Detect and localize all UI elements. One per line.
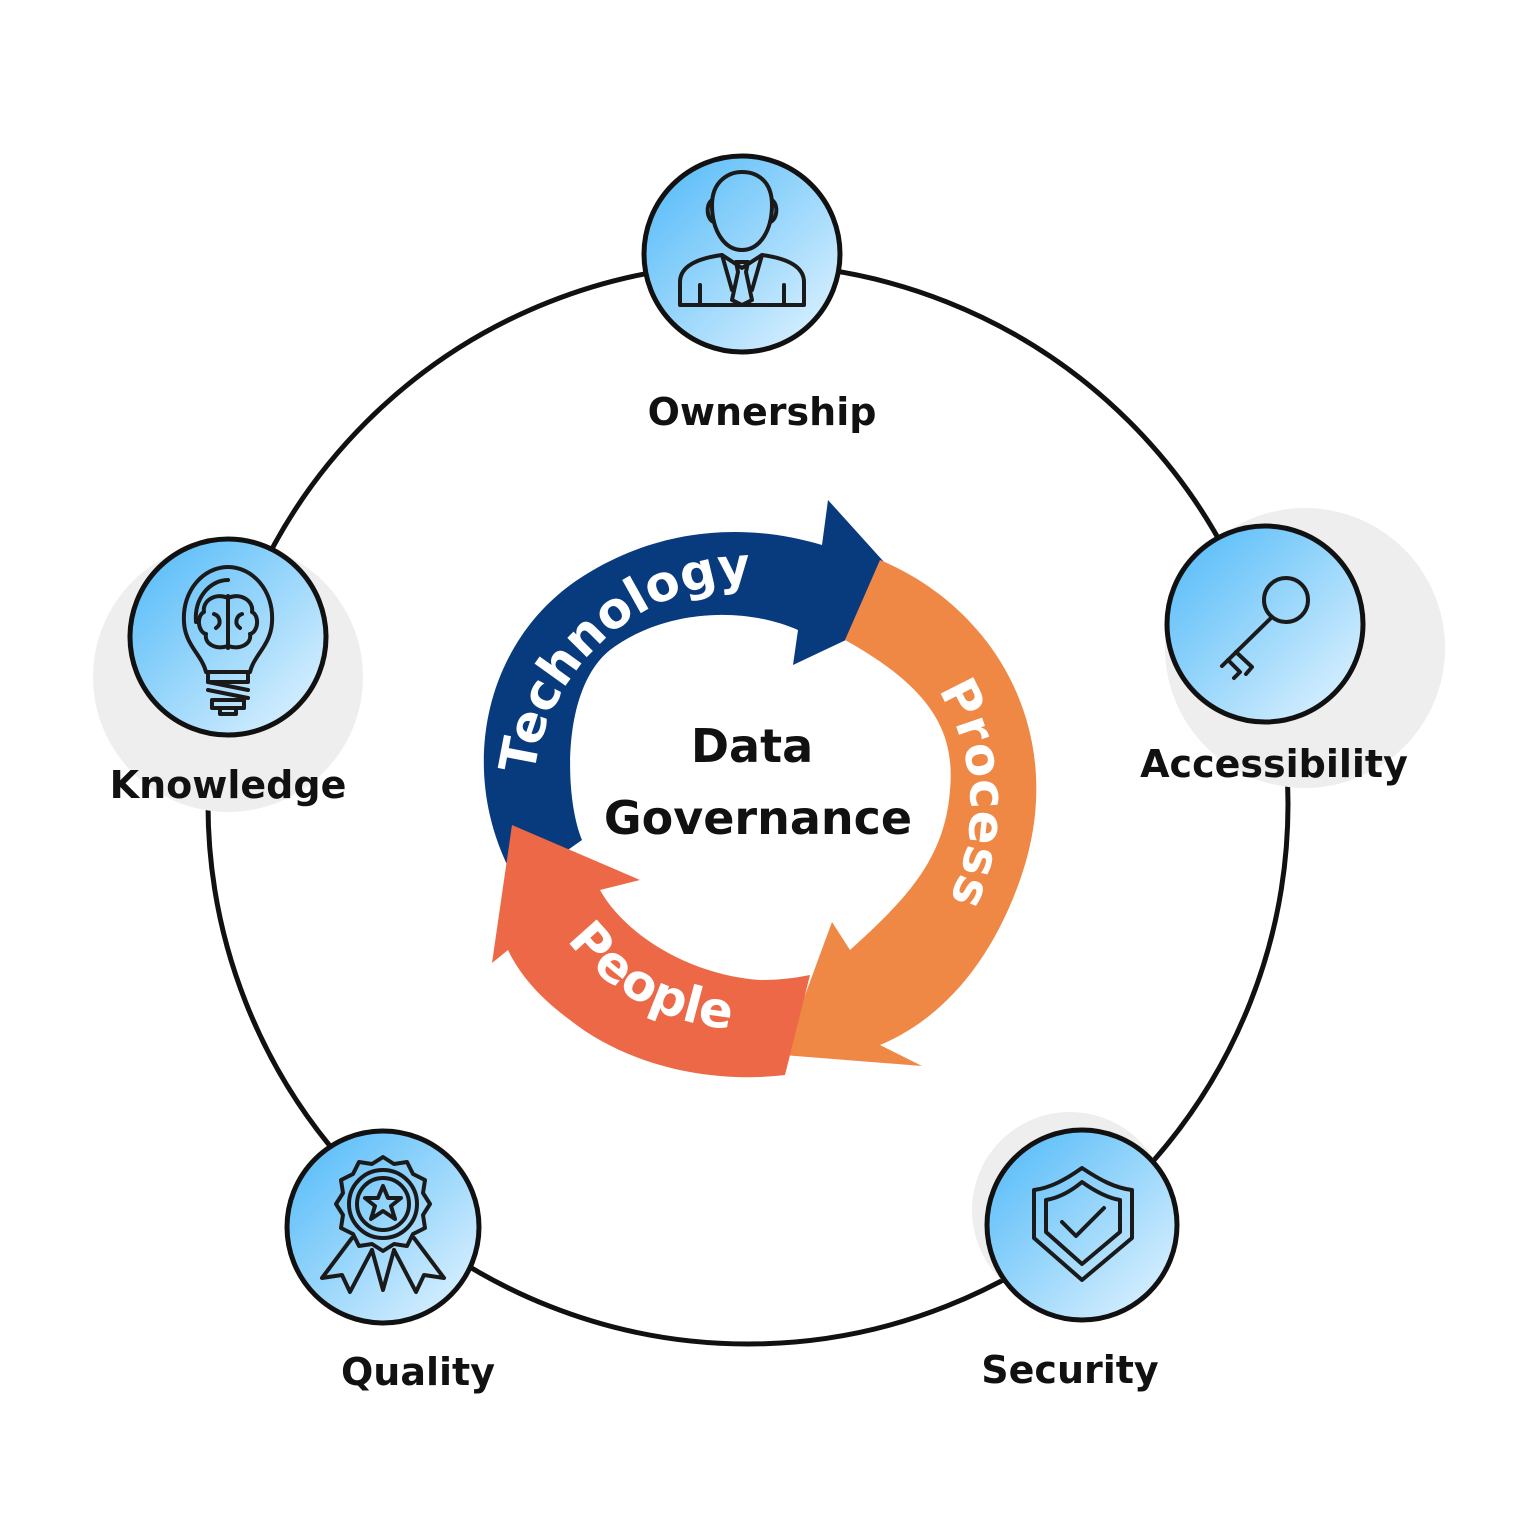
- technology-arrow: [483, 500, 922, 885]
- process-arrow: [783, 560, 1037, 1066]
- businessman-icon: [678, 170, 806, 307]
- lightbulb-brain-icon: [181, 565, 275, 716]
- node-security: [984, 1127, 1180, 1323]
- security-label: Security: [981, 1348, 1159, 1392]
- center-title-line2: Governance: [604, 791, 912, 845]
- key-icon: [1220, 576, 1310, 680]
- cycle-arrows: [483, 500, 1037, 1078]
- knowledge-label: Knowledge: [110, 763, 347, 807]
- award-badge-icon: [320, 1155, 446, 1294]
- ownership-label: Ownership: [648, 390, 877, 434]
- node-knowledge: [127, 536, 329, 738]
- center-title-line1: Data: [691, 719, 813, 773]
- node-ownership: [641, 153, 843, 355]
- node-quality: [284, 1128, 482, 1326]
- people-arrow: [492, 825, 810, 1078]
- shield-check-icon: [1032, 1166, 1134, 1282]
- quality-label: Quality: [341, 1350, 495, 1394]
- node-accessibility: [1164, 523, 1366, 725]
- accessibility-label: Accessibility: [1140, 742, 1408, 786]
